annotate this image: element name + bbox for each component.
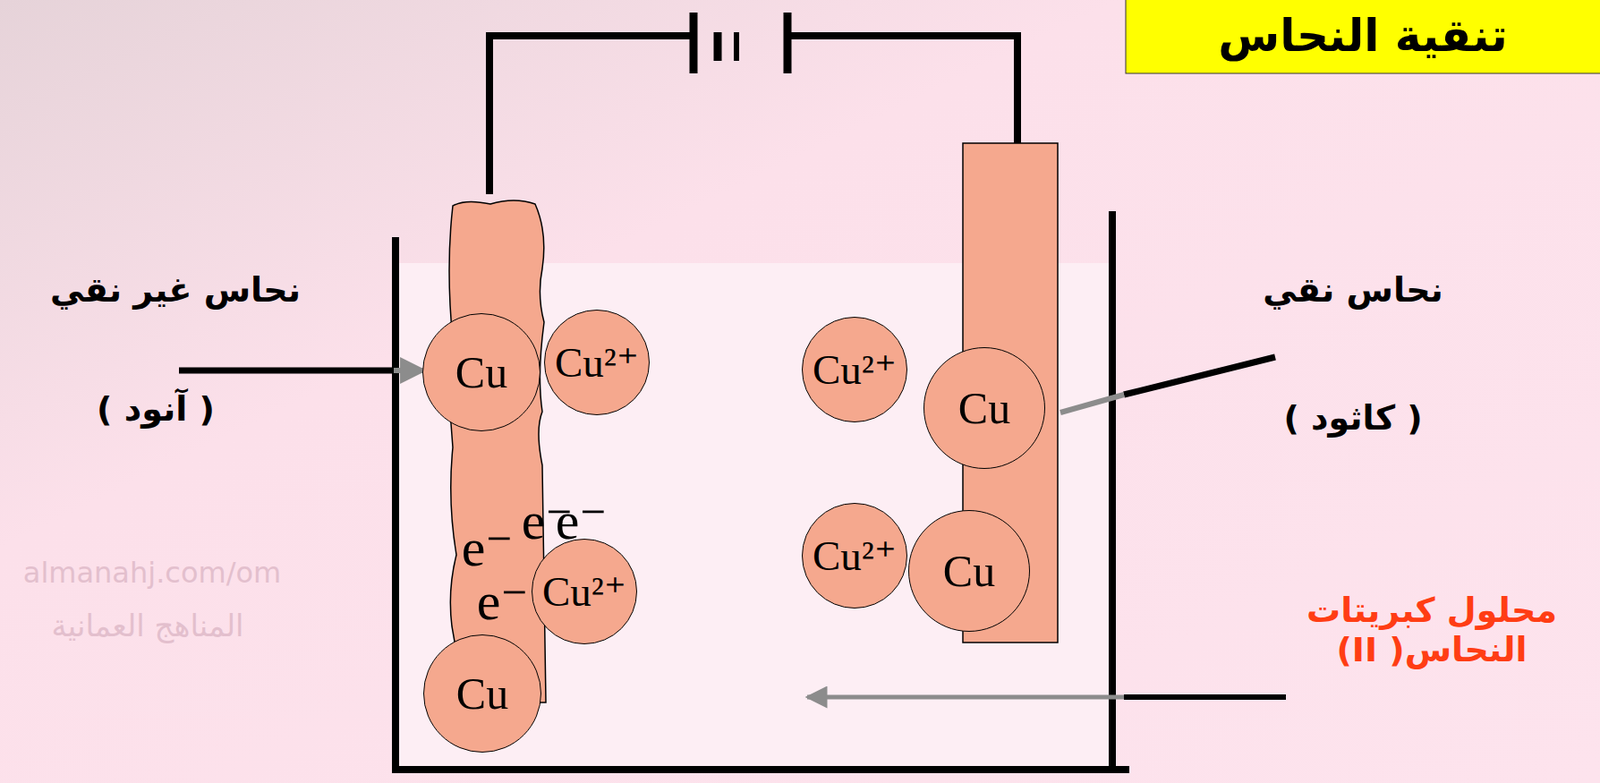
part-label: ( آنود )	[96, 390, 215, 430]
beaker	[395, 211, 1130, 770]
solution-label: محلول كبريتات النحاس( II)	[1279, 591, 1584, 670]
electron-symbol: e⁻	[476, 574, 530, 629]
electron-symbol: e⁻	[555, 493, 609, 548]
ion-label: Cu	[943, 548, 996, 594]
ion-label: Cu²⁺	[554, 341, 639, 384]
electron-symbol: e⁻	[461, 520, 515, 575]
ion-circle: Cu²⁺	[544, 309, 650, 416]
watermark: المناهج العمانية	[51, 608, 245, 644]
leader-line	[1123, 357, 1276, 395]
ion-label: Cu²⁺	[812, 535, 897, 578]
leader-line	[1123, 694, 1286, 700]
part-label: نحاس نقي	[1262, 271, 1444, 311]
ion-label: Cu	[456, 671, 509, 716]
ion-circle: Cu	[908, 510, 1030, 632]
battery-symbol	[693, 12, 788, 74]
ion-circle: Cu²⁺	[801, 316, 908, 423]
title: تنقية النحاس	[1217, 10, 1507, 63]
part-label: نحاس غير نقي	[50, 271, 301, 311]
ion-label: Cu²⁺	[812, 348, 897, 392]
leader-line	[807, 695, 1124, 700]
wire	[489, 35, 694, 195]
title-box	[1125, 0, 1600, 74]
ion-label: Cu²⁺	[542, 570, 627, 613]
ion-circle: Cu	[422, 313, 541, 432]
ion-circle: Cu²⁺	[801, 502, 908, 609]
ion-label: Cu	[455, 349, 508, 395]
anode	[449, 200, 546, 703]
part-label: ( كاثود )	[1283, 399, 1422, 439]
watermark: almanahj.com/om	[23, 556, 281, 590]
leader-line	[178, 367, 394, 375]
ion-label: Cu	[958, 385, 1011, 431]
ion-circle: Cu	[923, 347, 1046, 469]
ion-circle: Cu²⁺	[531, 538, 638, 645]
leader-line	[393, 367, 425, 374]
ion-circle: Cu	[423, 634, 542, 753]
leader-line	[1060, 394, 1124, 413]
